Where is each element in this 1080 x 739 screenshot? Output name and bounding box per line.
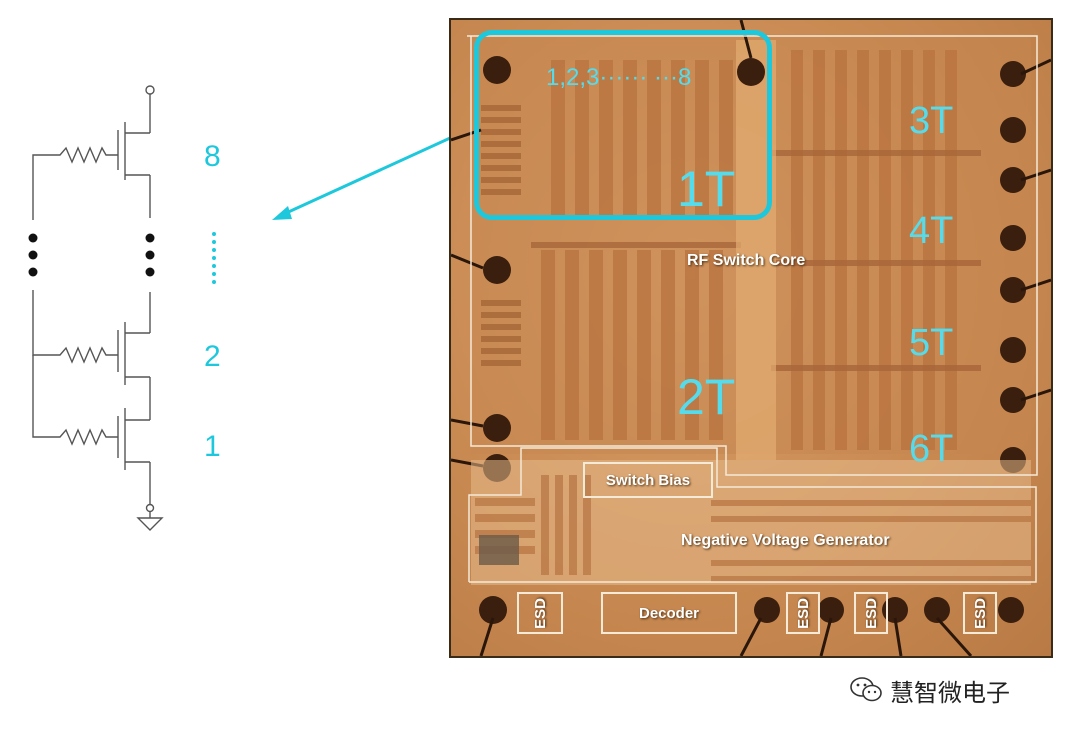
highlight-1t-box [474, 30, 772, 220]
stage-label-1: 1 [204, 430, 221, 463]
wechat-icon [850, 677, 882, 702]
stage-label-2: 2 [204, 340, 221, 373]
esd-block-3: ESD [854, 592, 888, 634]
die-photo: 1,2,3······ ···8 1T 2T 3T 4T 5T 6T RF Sw… [449, 18, 1053, 658]
decoder-label: Decoder [638, 604, 700, 622]
label-1t: 1T [677, 161, 736, 217]
label-5t: 5T [909, 322, 954, 364]
label-4t: 4T [909, 210, 954, 252]
watermark: 慧智微电子 [848, 672, 1010, 708]
switch-bias-label: Switch Bias [605, 471, 691, 489]
stage-ellipsis [212, 232, 218, 288]
top-terminal [145, 85, 155, 95]
ellipsis-dots [28, 233, 155, 277]
stacked-transistor-schematic [28, 85, 164, 531]
finger-range-label: 1,2,3······ ···8 [546, 64, 692, 91]
die-texture [451, 20, 1051, 656]
rf-switch-core-label: RF Switch Core [687, 252, 806, 269]
label-2t: 2T [677, 369, 736, 425]
esd-block-1: ESD [517, 592, 563, 634]
stage-label-8: 8 [204, 140, 221, 173]
esd-block-2: ESD [786, 592, 820, 634]
switch-bias-block: Switch Bias [583, 462, 713, 498]
ground-symbol [136, 517, 164, 531]
label-6t: 6T [909, 428, 954, 470]
pointer-arrow [272, 126, 473, 220]
negative-voltage-generator-label: Negative Voltage Generator [681, 532, 890, 549]
esd-label: ESD [862, 597, 880, 629]
esd-block-4: ESD [963, 592, 997, 634]
decoder-block: Decoder [601, 592, 737, 634]
bottom-terminal [145, 503, 155, 513]
esd-label: ESD [531, 597, 549, 629]
esd-label: ESD [794, 597, 812, 629]
watermark-text: 慧智微电子 [890, 678, 1010, 707]
label-3t: 3T [909, 100, 954, 142]
esd-label: ESD [971, 597, 989, 629]
